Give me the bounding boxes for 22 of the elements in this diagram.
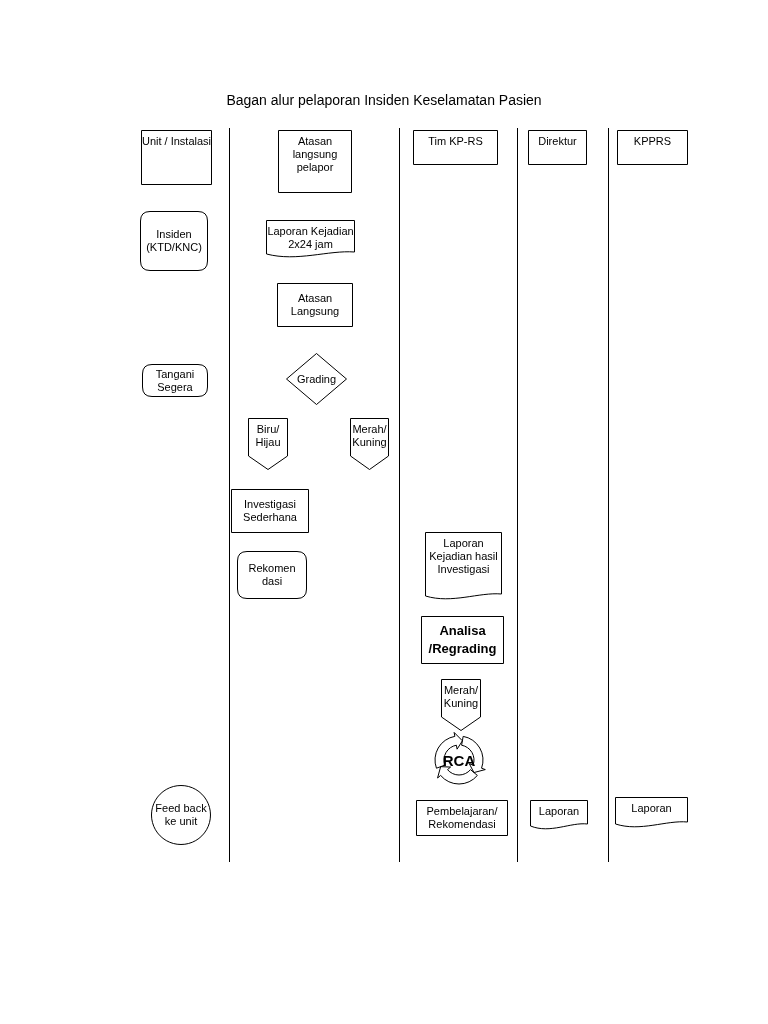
process-box: Atasan Langsung bbox=[277, 283, 353, 327]
lane-header-box: Direktur bbox=[528, 130, 587, 165]
lane-header-box: Atasan langsung pelapor bbox=[278, 130, 352, 193]
terminal-box: Tangani Segera bbox=[142, 364, 208, 397]
process-box: Pembelajaran/ Rekomendasi bbox=[416, 800, 508, 836]
offpage-connector: Merah/ Kuning bbox=[350, 418, 389, 470]
document-shape: Laporan Kejadian hasil Investigasi bbox=[425, 532, 502, 602]
lane-header-box: KPPRS bbox=[617, 130, 688, 165]
offpage-connector: Merah/ Kuning bbox=[441, 679, 481, 731]
document-shape: Laporan bbox=[615, 797, 688, 830]
document-shape: Laporan Kejadian 2x24 jam bbox=[266, 220, 355, 260]
offpage-connector: Biru/ Hijau bbox=[248, 418, 288, 470]
process-box: Investigasi Sederhana bbox=[231, 489, 309, 533]
document-shape: Laporan bbox=[530, 800, 588, 832]
terminal-box: Insiden (KTD/KNC) bbox=[140, 211, 208, 271]
diagram-title: Bagan alur pelaporan Insiden Keselamatan Pasien bbox=[226, 92, 542, 108]
connector-circle: Feed back ke unit bbox=[151, 785, 211, 845]
decision-diamond: Grading bbox=[286, 353, 347, 405]
process-box: Analisa /Regrading bbox=[421, 616, 504, 664]
terminal-box: Rekomen dasi bbox=[237, 551, 307, 599]
lane-header-box: Tim KP-RS bbox=[413, 130, 498, 165]
lane-header-box: Unit / Instalasi bbox=[141, 130, 212, 185]
